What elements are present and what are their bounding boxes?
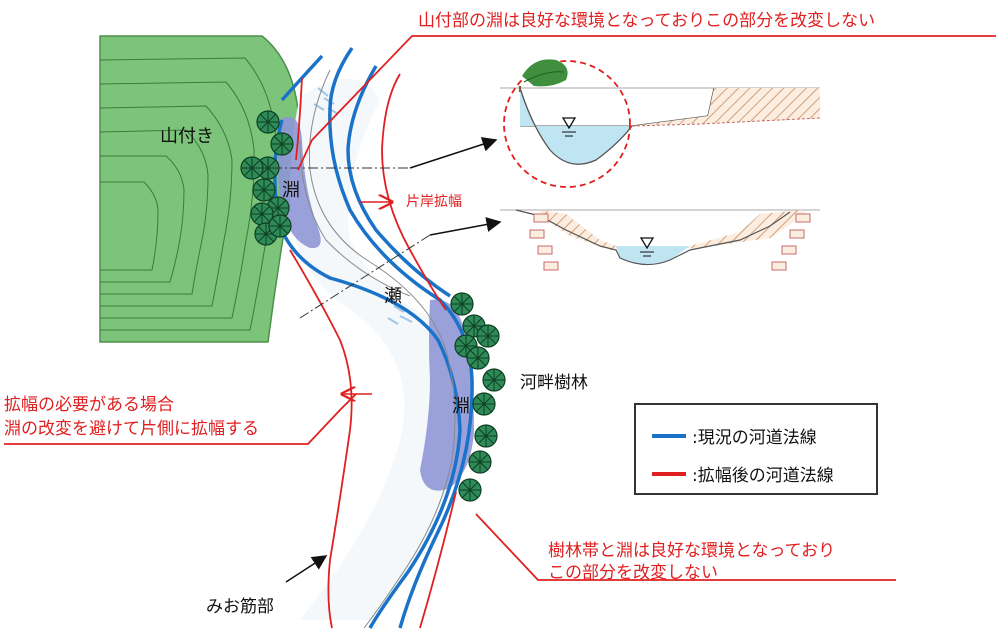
cross-section-upper bbox=[500, 59, 821, 188]
widened-channel-lines bbox=[289, 73, 457, 629]
thalweg-label: みお筋部 bbox=[206, 597, 274, 617]
tree-icon bbox=[270, 132, 294, 156]
mountain-label: 山付き bbox=[160, 126, 214, 147]
riparian-forest-label: 河畔樹林 bbox=[520, 373, 588, 393]
legend-current-swatch bbox=[652, 433, 686, 438]
tree-icon bbox=[268, 214, 292, 238]
tree-icon bbox=[240, 156, 264, 180]
section-arrow-lower bbox=[429, 217, 502, 236]
tree-icon bbox=[476, 324, 500, 348]
tree-icon bbox=[458, 478, 482, 502]
tree-icon bbox=[250, 202, 274, 226]
callout-top-text: 山付部の淵は良好な環境となっておりこの部分を改変しない bbox=[418, 11, 875, 31]
riffle-label: 瀬 bbox=[384, 286, 402, 307]
section-arrow-upper bbox=[409, 137, 498, 169]
legend: :現況の河道法線 :拡幅後の河道法線 bbox=[634, 403, 878, 495]
tree-icon bbox=[482, 368, 506, 392]
legend-widened-swatch bbox=[652, 471, 686, 476]
tree-icon bbox=[474, 424, 498, 448]
legend-widened-label: :拡幅後の河道法線 bbox=[692, 466, 834, 486]
cross-section-lower bbox=[500, 209, 820, 271]
tree-icon bbox=[450, 292, 474, 316]
section-line-lower bbox=[299, 234, 431, 319]
riparian-trees bbox=[240, 110, 506, 502]
one-side-widening-label: 片岸拡幅 bbox=[406, 194, 462, 210]
legend-current-label: :現況の河道法線 bbox=[692, 428, 817, 448]
tree-icon bbox=[256, 110, 280, 134]
pool-lower-label: 淵 bbox=[452, 396, 470, 417]
tree-icon bbox=[466, 346, 490, 370]
legend-current: :現況の河道法線 bbox=[652, 423, 817, 448]
callout-lines bbox=[4, 35, 996, 581]
tree-icon bbox=[468, 450, 492, 474]
callout-bottom-line2: この部分を改変しない bbox=[548, 563, 718, 583]
callout-left-line1: 拡幅の必要がある場合 bbox=[4, 395, 174, 415]
tree-icon bbox=[252, 178, 276, 202]
tree-icon bbox=[472, 392, 496, 416]
river-centerlines bbox=[299, 69, 456, 629]
callout-left-line2: 淵の改変を避けて片側に拡幅する bbox=[4, 419, 259, 439]
river-channel bbox=[290, 78, 463, 620]
callout-bottom-line1: 樹林帯と淵は良好な環境となっており bbox=[548, 541, 835, 561]
pool-upper-label: 淵 bbox=[282, 180, 300, 201]
legend-widened: :拡幅後の河道法線 bbox=[652, 461, 834, 486]
thalweg-arrow bbox=[285, 555, 328, 583]
